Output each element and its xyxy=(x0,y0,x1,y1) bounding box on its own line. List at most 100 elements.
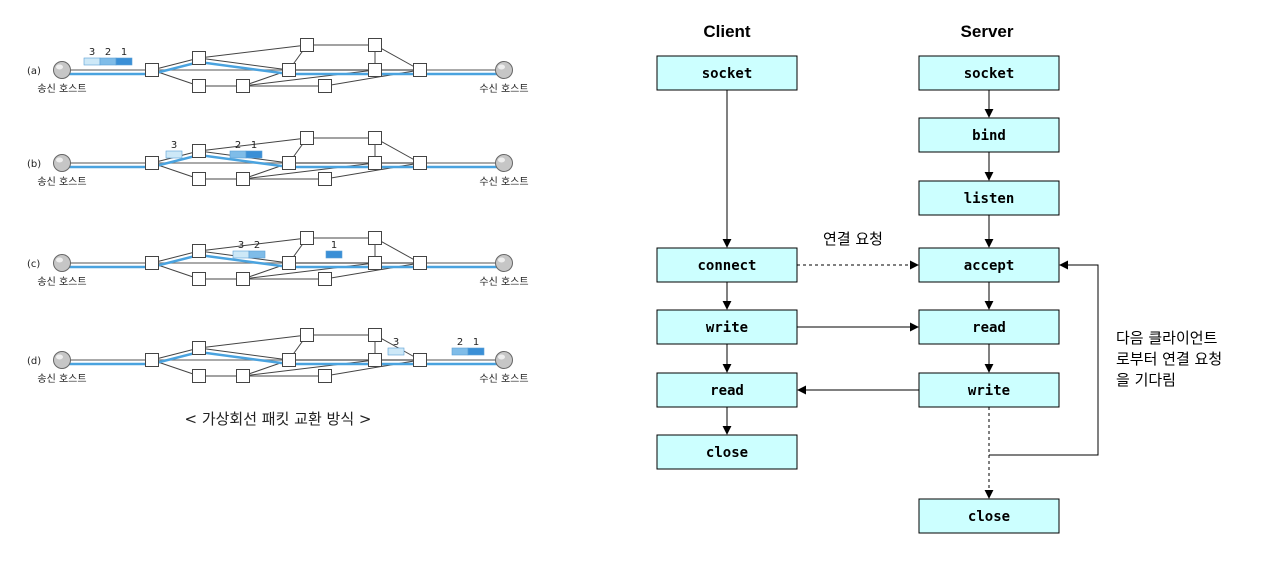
receiver-host-icon xyxy=(495,154,513,172)
switch-node xyxy=(192,244,206,258)
switch-node xyxy=(145,63,159,77)
switch-node xyxy=(368,328,382,342)
packet-number: 2 xyxy=(235,140,241,151)
packet-2 xyxy=(99,57,117,66)
packet-1 xyxy=(467,347,485,356)
panel-label: (d) xyxy=(27,356,41,367)
switch-node xyxy=(318,369,332,383)
sender-host-label: 송신 호스트 xyxy=(37,276,86,288)
receiver-host-highlight xyxy=(498,157,505,163)
server-accept-label: accept xyxy=(964,258,1015,274)
server-listen: listen xyxy=(918,180,1060,216)
packet-1 xyxy=(115,57,133,66)
panel-label: (b) xyxy=(27,159,41,170)
network-link xyxy=(242,262,376,280)
sender-host-label: 송신 호스트 xyxy=(37,373,86,385)
network-link xyxy=(198,57,290,71)
receiver-host-label: 수신 호스트 xyxy=(479,276,528,288)
packet-1 xyxy=(245,150,263,159)
client-close-label: close xyxy=(706,445,748,461)
network-link xyxy=(374,137,421,164)
server-close-label: close xyxy=(968,509,1010,525)
connect-request-label: 연결 요청 xyxy=(823,230,883,248)
receiver-host-label: 수신 호스트 xyxy=(479,83,528,95)
switch-node xyxy=(413,256,427,270)
switch-node xyxy=(413,63,427,77)
server-socket: socket xyxy=(918,55,1060,91)
switch-node xyxy=(192,79,206,93)
client-header: Client xyxy=(703,22,751,41)
packet-number: 1 xyxy=(331,240,337,251)
switch-node xyxy=(368,256,382,270)
network-link xyxy=(198,347,290,361)
panel-label: (c) xyxy=(27,259,40,270)
network-link xyxy=(324,359,421,377)
server-accept-box xyxy=(918,247,1060,283)
packet-number: 3 xyxy=(238,240,244,251)
packet-3 xyxy=(165,150,183,159)
switch-node xyxy=(318,172,332,186)
left-caption: < 가상회선 패킷 교환 방식 > xyxy=(185,410,372,428)
client-close: close xyxy=(656,434,798,470)
server-bind-label: bind xyxy=(972,128,1006,144)
switch-node xyxy=(300,38,314,52)
panel-label: (a) xyxy=(27,66,41,77)
receiver-host-label: 수신 호스트 xyxy=(479,373,528,385)
network-link xyxy=(151,57,200,71)
network-link xyxy=(324,262,421,280)
switch-node xyxy=(192,369,206,383)
client-socket-box xyxy=(656,55,798,91)
switch-node xyxy=(192,51,206,65)
packet-number: 1 xyxy=(473,337,479,348)
client-write-box xyxy=(656,309,798,345)
switch-node xyxy=(236,172,250,186)
server-accept: accept xyxy=(918,247,1060,283)
switch-node xyxy=(368,231,382,245)
client-connect: connect xyxy=(656,247,798,283)
client-close-box xyxy=(656,434,798,470)
packet-number: 1 xyxy=(121,47,127,58)
switch-node xyxy=(282,256,296,270)
receiver-host-highlight xyxy=(498,257,505,263)
receiver-host-icon xyxy=(495,254,513,272)
network-link xyxy=(198,44,308,59)
packet-number: 3 xyxy=(171,140,177,151)
network-link xyxy=(198,334,308,349)
switch-node xyxy=(282,63,296,77)
network-link xyxy=(324,69,421,87)
packet-3 xyxy=(232,250,250,259)
switch-node xyxy=(300,231,314,245)
sender-host-icon xyxy=(53,254,71,272)
client-socket-label: socket xyxy=(702,66,753,82)
switch-node xyxy=(236,272,250,286)
network-link xyxy=(198,237,308,252)
switch-node xyxy=(192,172,206,186)
network-link xyxy=(374,44,421,71)
switch-node xyxy=(282,353,296,367)
receiver-host-highlight xyxy=(498,64,505,70)
client-socket: socket xyxy=(656,55,798,91)
loop-back-arrow xyxy=(989,260,1099,456)
network-link xyxy=(242,69,376,87)
packet-2 xyxy=(248,250,266,259)
server-close-box xyxy=(918,498,1060,534)
client-read: read xyxy=(656,372,798,408)
switch-node xyxy=(192,144,206,158)
network-link xyxy=(151,250,200,264)
packet-number: 2 xyxy=(105,47,111,58)
switch-node xyxy=(368,353,382,367)
client-write-label: write xyxy=(706,320,748,336)
network-link xyxy=(324,162,421,180)
network-link xyxy=(242,359,376,377)
switch-node xyxy=(318,272,332,286)
receiver-host-highlight xyxy=(498,354,505,360)
server-write-label: write xyxy=(968,383,1010,399)
switch-node xyxy=(145,156,159,170)
switch-node xyxy=(413,353,427,367)
switch-node xyxy=(413,156,427,170)
switch-node xyxy=(145,256,159,270)
switch-node xyxy=(282,156,296,170)
